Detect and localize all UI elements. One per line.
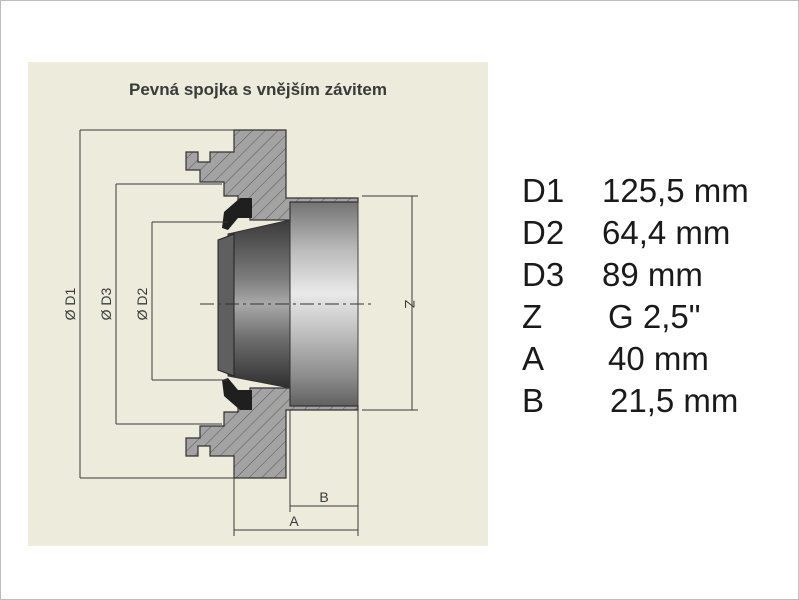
dimension-d3-label: Ø D3: [98, 287, 114, 320]
spec-value: 40 mm: [608, 340, 709, 377]
spec-value: 89 mm: [602, 256, 703, 293]
dimension-d2-label: Ø D2: [134, 287, 150, 320]
spec-key: D3: [522, 256, 565, 293]
dimension-z-label: Z: [402, 300, 418, 309]
dimension-d1: [79, 129, 234, 479]
dimension-z: [362, 195, 418, 411]
section-top-half: [185, 129, 359, 221]
technical-drawing-panel: Ø D1 Ø D3 Ø D2 Z B: [28, 62, 488, 546]
dimension-b: [289, 410, 359, 512]
dimension-a: [233, 478, 359, 536]
spec-value: 64,4 mm: [602, 214, 731, 251]
coupling-cross-section-drawing: Ø D1 Ø D3 Ø D2 Z B: [62, 129, 418, 536]
spec-key: D2: [522, 214, 565, 251]
section-bottom-half: [185, 387, 359, 479]
spec-value: G 2,5": [608, 298, 701, 335]
seal-ring-top: [222, 198, 252, 230]
dimension-d3: [115, 183, 222, 425]
spec-value: 21,5 mm: [610, 382, 739, 419]
spec-key: Z: [522, 298, 543, 335]
seal-ring-bottom: [222, 378, 252, 410]
dimension-b-label: B: [319, 489, 328, 505]
drawing-title: Pevná spojka s vnějším závitem: [129, 80, 387, 99]
dimension-a-label: A: [289, 513, 299, 529]
spec-key: B: [522, 382, 545, 419]
spec-key: A: [522, 340, 545, 377]
spec-value: 125,5 mm: [602, 172, 749, 209]
dimension-d1-label: Ø D1: [62, 287, 78, 320]
spec-key: D1: [522, 172, 565, 209]
dimension-d2: [151, 221, 228, 381]
